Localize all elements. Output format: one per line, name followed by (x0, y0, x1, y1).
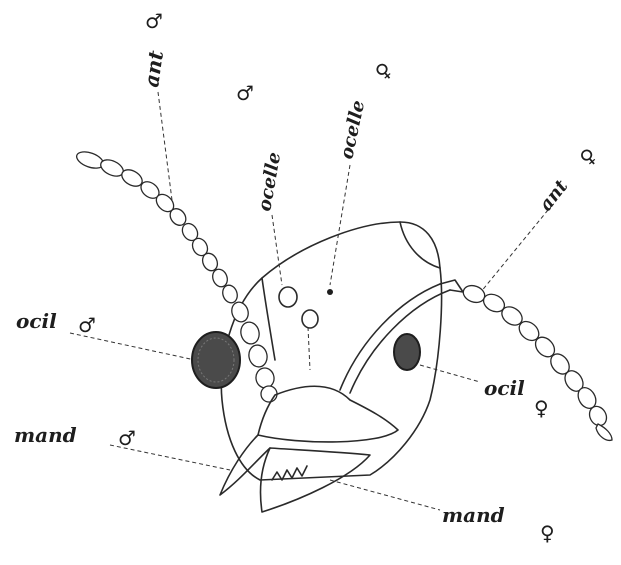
label-ocil-left: ocil (16, 309, 57, 333)
label-ant-left: ant (139, 48, 168, 88)
ocellus-dot (327, 289, 333, 295)
ocellus-lower (302, 310, 318, 328)
label-ocelle-male: ocelle (254, 151, 285, 213)
leader-ocelle-male (272, 215, 282, 285)
label-ocelle-female: ocelle (336, 98, 369, 161)
symbol-male-ocil-left: ♂ (78, 313, 96, 337)
symbol-female-mand-right: ♀ (540, 521, 555, 545)
mouthparts (220, 386, 398, 512)
leader-mand-right (330, 480, 440, 510)
label-ant-right: ant (535, 176, 572, 216)
label-mand-left: mand (14, 423, 77, 447)
compound-eye-left (192, 332, 240, 388)
leader-ant-right (480, 210, 548, 293)
leader-ocelle-lower (308, 327, 310, 370)
ocelli (279, 287, 333, 328)
ocellus-left (279, 287, 297, 307)
leader-ocil-left (70, 333, 195, 360)
symbol-female-ant-right: ♀ (575, 143, 602, 171)
antenna-left (74, 149, 277, 402)
symbol-female-ocelle: ♀ (370, 57, 397, 85)
labels: ant ♂ ocelle ♂ ocelle ♀ ant ♀ ocil ♂ oci… (14, 9, 601, 545)
compound-eye-right (394, 334, 420, 370)
symbol-female-ocil-right: ♀ (534, 396, 549, 420)
symbol-male-mand-left: ♂ (118, 426, 136, 450)
symbol-male-ocelle: ♂ (236, 81, 254, 105)
leader-ocelle-female (330, 165, 350, 285)
label-ocil-right: ocil (484, 376, 525, 400)
label-mand-right: mand (442, 503, 505, 527)
symbol-male-ant-left: ♂ (145, 9, 163, 33)
leader-ocil-right (420, 365, 480, 382)
leader-ant-left (158, 92, 172, 200)
